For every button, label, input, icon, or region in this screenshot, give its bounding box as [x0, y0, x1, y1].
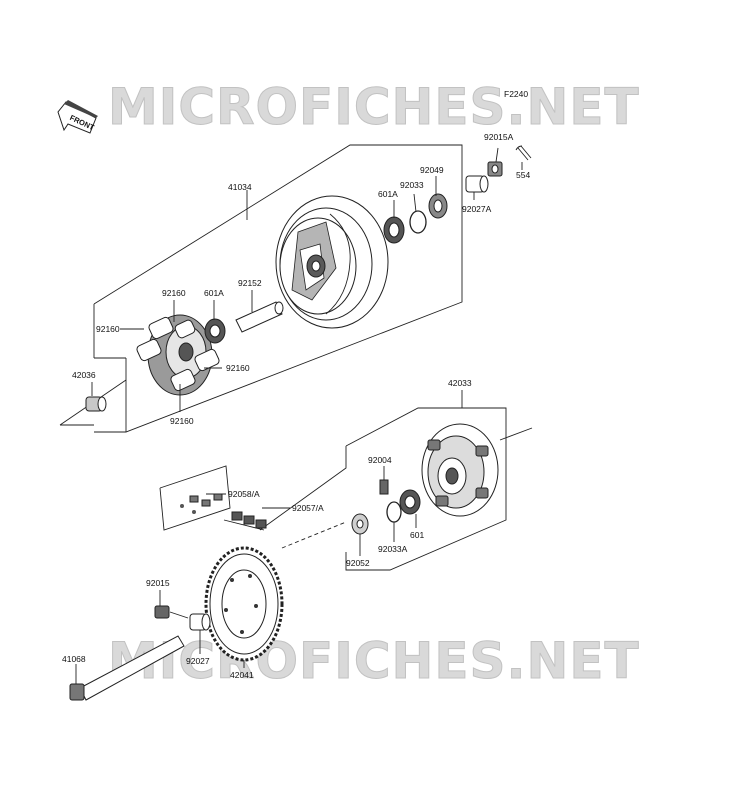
part-label: 601A — [204, 288, 224, 298]
bearing-601a-left — [204, 318, 226, 344]
spacer-92052 — [351, 513, 369, 535]
spacer-92152 — [235, 301, 284, 333]
part-label: 92160 — [226, 363, 250, 373]
cotter-pin-554 — [515, 145, 532, 161]
part-label: 41034 — [228, 182, 252, 192]
leader-lines — [75, 147, 523, 684]
part-label: 92015A — [484, 132, 514, 142]
sprocket — [204, 546, 284, 662]
part-label: 92027 — [186, 656, 210, 666]
part-label: 92004 — [368, 455, 392, 465]
seal-92049 — [428, 193, 448, 219]
collar-92027a — [465, 175, 489, 193]
axle — [69, 635, 185, 701]
part-label: 92049 — [420, 165, 444, 175]
coupling-hub — [421, 423, 499, 517]
hub-damper — [136, 314, 220, 396]
circlip-92033a — [386, 501, 402, 523]
part-label: 92033A — [378, 544, 408, 554]
part-label: 92058/A — [228, 489, 260, 499]
part-label: 554 — [516, 170, 530, 180]
part-label: 92033 — [400, 180, 424, 190]
nut-92015a — [487, 161, 503, 177]
circlip-92033 — [409, 210, 427, 234]
part-label: 92015 — [146, 578, 170, 588]
part-label: 92052 — [346, 558, 370, 568]
part-label: 92160 — [162, 288, 186, 298]
part-label: 92027A — [462, 204, 492, 214]
bearing-601a-right — [383, 216, 405, 244]
part-labels: 41034 92015A 554 92049 92033 601A 92027A… — [62, 132, 530, 680]
part-label: 42041 — [230, 670, 254, 680]
stud-92004 — [379, 479, 389, 495]
part-label: 42036 — [72, 370, 96, 380]
part-label: 92152 — [238, 278, 262, 288]
part-label: 41068 — [62, 654, 86, 664]
figure-code: F2240 — [504, 89, 528, 99]
front-arrow-icon: FRONT — [57, 100, 98, 134]
watermark-top: MICROFICHES.NET — [108, 78, 640, 136]
watermark-bottom: MICROFICHES.NET — [108, 632, 640, 690]
part-label: 92057/A — [292, 503, 324, 513]
drive-chain — [159, 465, 267, 531]
part-label: 92160 — [170, 416, 194, 426]
coupling-assembly-frame — [259, 390, 533, 571]
collar-92027 — [189, 613, 211, 631]
part-label: 601 — [410, 530, 424, 540]
part-label: 601A — [378, 189, 398, 199]
nut-92015 — [154, 605, 170, 619]
rear-wheel — [275, 195, 389, 329]
collar-42036 — [85, 396, 107, 412]
part-label: 92160 — [96, 324, 120, 334]
bearing-601 — [399, 489, 421, 515]
part-label: 42033 — [448, 378, 472, 388]
wheel-assembly-frame — [59, 144, 463, 433]
